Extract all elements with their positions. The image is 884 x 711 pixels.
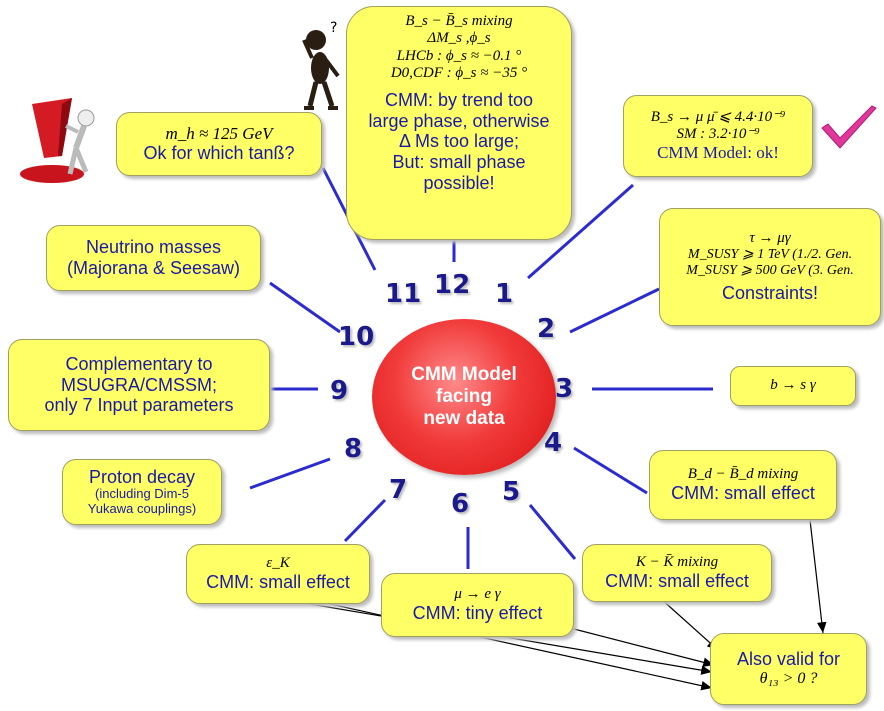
confused-figure-icon: ? <box>302 20 340 110</box>
bs-mumu-result: CMM Model: ok! <box>657 143 779 163</box>
proton-decay-note-2: Yukawa couplings) <box>87 501 197 517</box>
bd-mixing-title: B_d − B̄_d mixing <box>687 466 799 483</box>
spoke-7 <box>343 498 387 543</box>
bs-mixing-dm: ΔM_s ,ϕ_s <box>427 30 491 47</box>
mu-e-gamma-title: μ → e γ <box>454 586 501 603</box>
complementary-box: Complementary to MSUGRA/CMSSM; only 7 In… <box>8 339 270 431</box>
bd-mixing-box: B_d − B̄_d mixing CMM: small effect <box>649 450 837 520</box>
exclamation-figure-icon <box>20 98 95 183</box>
center-circle: CMM Model facing new data <box>372 319 556 475</box>
spoke-8 <box>249 457 331 490</box>
spoke-4 <box>573 446 648 495</box>
center-line-2: facing <box>436 386 492 408</box>
bs-mixing-text-4: But: small phase <box>392 152 526 173</box>
number-8: 8 <box>344 434 363 464</box>
bs-mixing-lhcb: LHCb : ϕ_s ≈ −0.1 ° <box>396 47 522 64</box>
k-mixing-box: K − K̄ mixing CMM: small effect <box>582 544 772 602</box>
number-7: 7 <box>389 475 408 505</box>
arrow-eps-to-also-a <box>309 603 713 675</box>
spoke-10 <box>269 281 341 334</box>
bd-mixing-result: CMM: small effect <box>671 483 815 504</box>
spoke-5 <box>528 504 577 560</box>
k-mixing-title: K − K̄ mixing <box>635 554 719 571</box>
proton-decay-title: Proton decay <box>88 466 196 487</box>
neutrino-masses-line-2: (Majorana & Seesaw) <box>66 258 241 278</box>
bs-mixing-title: B_s − B̄_s mixing <box>405 13 513 29</box>
neutrino-masses-box: Neutrino masses (Majorana & Seesaw) <box>46 225 261 291</box>
arrow-bd-to-also <box>809 519 827 634</box>
mu-e-gamma-box: μ → e γ CMM: tiny effect <box>381 573 574 637</box>
number-2: 2 <box>537 314 556 344</box>
tau-mu-gamma-box: τ → μγ M_SUSY ⩾ 1 TeV (1./2. Gen. M_SUSY… <box>659 208 881 326</box>
number-4: 4 <box>544 428 563 458</box>
proton-decay-note-1: (including Dim-5 <box>95 486 189 502</box>
bs-mixing-d0cdf: D0,CDF : ϕ_s ≈ −35 ° <box>390 64 528 81</box>
higgs-mass-value: m_h ≈ 125 GeV <box>165 123 273 143</box>
center-line-3: new data <box>423 407 505 429</box>
bs-mumu-sm: SM : 3.2·10⁻⁹ <box>676 126 760 143</box>
number-5: 5 <box>502 477 521 507</box>
bs-mixing-text-1: CMM: by trend too <box>384 90 534 110</box>
complementary-line-1: Complementary to <box>65 353 213 374</box>
eps-k-box: ε_K CMM: small effect <box>186 544 370 604</box>
number-10: 10 <box>338 322 375 352</box>
number-3: 3 <box>555 374 574 404</box>
neutrino-masses-line-1: Neutrino masses <box>85 237 222 258</box>
bs-mixing-text-5: possible! <box>423 172 495 193</box>
also-valid-theta: θ₁₃ > 0 ? <box>759 670 818 688</box>
svg-text:?: ? <box>330 20 337 36</box>
spoke-2 <box>569 287 660 334</box>
eps-k-title: ε_K <box>266 555 290 572</box>
number-12: 12 <box>434 270 471 300</box>
arrow-k-to-also <box>659 597 719 651</box>
proton-decay-box: Proton decay (including Dim-5 Yukawa cou… <box>62 459 222 525</box>
higgs-mass-box: m_h ≈ 125 GeV Ok for which tanß? <box>116 112 322 176</box>
bs-mixing-text-2: large phase, otherwise <box>368 110 550 131</box>
bs-mixing-box: B_s − B̄_s mixing ΔM_s ,ϕ_s LHCb : ϕ_s ≈… <box>346 6 572 240</box>
tau-mu-gamma-title: τ → μγ <box>749 229 791 246</box>
number-9: 9 <box>330 376 349 406</box>
spoke-1 <box>527 183 634 280</box>
arrow-mu-to-also <box>569 627 715 667</box>
number-11: 11 <box>385 279 422 309</box>
tau-mu-gamma-gen12: M_SUSY ⩾ 1 TeV (1./2. Gen. <box>687 247 853 263</box>
b-s-gamma-label: b → s γ <box>770 377 816 394</box>
number-1: 1 <box>495 279 514 309</box>
center-line-1: CMM Model <box>411 364 517 386</box>
bs-mixing-text-3: Δ Ms too large; <box>398 131 520 152</box>
b-s-gamma-box: b → s γ <box>730 366 856 406</box>
complementary-line-3: only 7 Input parameters <box>44 395 234 416</box>
checkmark-icon <box>821 105 877 149</box>
higgs-mass-question: Ok for which tanß? <box>143 143 295 164</box>
mu-e-gamma-result: CMM: tiny effect <box>412 603 543 624</box>
number-6: 6 <box>451 489 470 519</box>
also-valid-box: Also valid for θ₁₃ > 0 ? <box>710 633 867 705</box>
eps-k-result: CMM: small effect <box>206 572 350 593</box>
k-mixing-result: CMM: small effect <box>605 571 749 592</box>
tau-mu-gamma-result: Constraints! <box>721 283 819 304</box>
tau-mu-gamma-gen3: M_SUSY ⩾ 500 GeV (3. Gen. <box>686 263 854 279</box>
bs-mumu-limit: B_s → μ μ̄ ⩽ 4.4·10⁻⁹ <box>650 108 786 125</box>
complementary-line-2: MSUGRA/CMSSM; <box>60 374 217 395</box>
also-valid-text: Also valid for <box>736 649 841 670</box>
bs-mumu-box: B_s → μ μ̄ ⩽ 4.4·10⁻⁹ SM : 3.2·10⁻⁹ CMM … <box>623 95 813 177</box>
